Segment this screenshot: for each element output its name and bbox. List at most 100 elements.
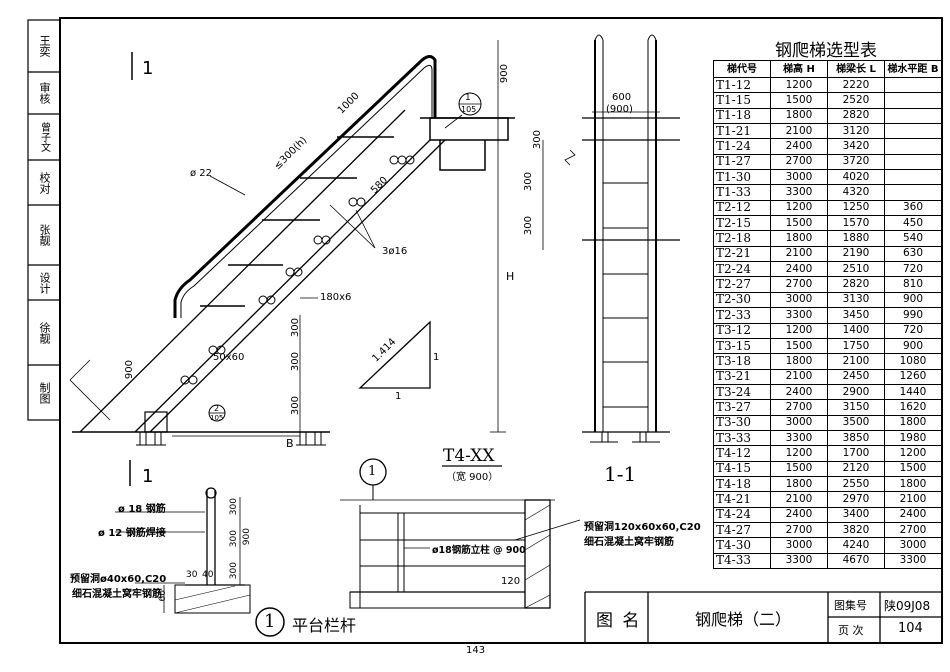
- table-cell: 1200: [770, 322, 828, 339]
- railing-dim-30: 30: [186, 570, 198, 580]
- table-cell: 1500: [884, 460, 942, 477]
- table-cell: T1-30: [713, 169, 771, 186]
- table-cell: 3130: [827, 291, 885, 309]
- table-cell: [884, 92, 942, 109]
- table-cell: 2120: [827, 460, 885, 477]
- table-cell: 2970: [827, 491, 885, 508]
- table-cell: T4-21: [713, 491, 771, 508]
- table-cell: 2100: [770, 491, 828, 508]
- table-cell: 2820: [827, 276, 885, 293]
- table-cell: 3820: [827, 521, 885, 539]
- table-cell: T3-27: [713, 399, 771, 416]
- dim-H: H: [506, 270, 515, 283]
- table-cell: 2700: [770, 276, 828, 293]
- label-3phi16: 3ø16: [382, 246, 408, 257]
- table-cell: T1-24: [713, 138, 771, 155]
- table-cell: T2-18: [713, 230, 771, 247]
- table-cell: 2700: [770, 521, 828, 539]
- table-cell: 2100: [770, 368, 828, 385]
- table-cell: 900: [884, 337, 942, 355]
- title-set-no: 陕09J08: [884, 599, 931, 613]
- table-cell: 3000: [884, 537, 942, 554]
- table-cell: T4-27: [713, 521, 771, 539]
- table-cell: 1750: [827, 337, 885, 355]
- table-cell: 1800: [770, 475, 828, 493]
- table-cell: 1800: [770, 107, 828, 125]
- table-cell: 1800: [770, 353, 828, 370]
- title-label-page: 页 次: [838, 624, 864, 637]
- side-name-7: 徐靓: [38, 321, 51, 344]
- table-cell: T1-33: [713, 184, 771, 201]
- table-cell: 2400: [770, 383, 828, 401]
- table-cell: 1500: [770, 215, 828, 232]
- section-dim-600: 600: [612, 92, 632, 103]
- table-cell: T2-33: [713, 307, 771, 324]
- table-cell: 630: [884, 245, 942, 263]
- table-cell: 1500: [770, 460, 828, 477]
- table-cell: T3-18: [713, 353, 771, 370]
- table-cell: 1570: [827, 215, 885, 232]
- table-cell: 1700: [827, 445, 885, 462]
- table-cell: 1250: [827, 199, 885, 217]
- table-cell: 3450: [827, 307, 885, 324]
- table-cell: 2220: [827, 76, 885, 94]
- railing-detail: [115, 487, 285, 637]
- table-cell: 3000: [770, 414, 828, 431]
- table-cell: T4-33: [713, 552, 771, 570]
- table-cell: 2100: [770, 245, 828, 263]
- table-cell: T3-21: [713, 368, 771, 385]
- table-cell: 1800: [884, 475, 942, 493]
- table-cell: T1-12: [713, 76, 771, 94]
- side-role-4: 校对: [38, 171, 51, 194]
- table-cell: 2400: [884, 506, 942, 523]
- dim-300-c: 300: [523, 216, 534, 236]
- side-cell-2: 审核: [28, 72, 60, 114]
- table-cell: 1200: [884, 445, 942, 462]
- table-cell: [884, 169, 942, 186]
- railing-dim-60: 60: [158, 590, 168, 602]
- table-cell: 1800: [884, 414, 942, 431]
- title-label-name: 图 名: [596, 611, 642, 631]
- table-cell: [884, 107, 942, 125]
- table-cell: 360: [884, 199, 942, 217]
- table-cell: 4020: [827, 169, 885, 186]
- table-cell: T3-24: [713, 383, 771, 401]
- table-cell: T2-21: [713, 245, 771, 263]
- table-cell: T3-30: [713, 414, 771, 431]
- railing-phi12: ø 12 钢筋焊接: [98, 528, 166, 539]
- dim-300-b: 300: [523, 172, 534, 192]
- side-cell-3: 曾子文: [28, 114, 60, 160]
- table-cell: 3000: [770, 537, 828, 554]
- table-cell: [884, 138, 942, 155]
- ladder-elevation: [69, 40, 544, 486]
- table-cell: 2100: [827, 353, 885, 370]
- table-cell: 4670: [827, 552, 885, 570]
- table-cell: 2400: [770, 138, 828, 155]
- table-cell: 1400: [827, 322, 885, 339]
- platform-callout: 1: [368, 464, 377, 479]
- table-cell: T3-33: [713, 429, 771, 447]
- table-cell: 2900: [827, 383, 885, 401]
- table-title: 钢爬梯选型表: [775, 41, 877, 61]
- table-cell: T3-15: [713, 337, 771, 355]
- table-cell: T3-12: [713, 322, 771, 339]
- section-title: 1-1: [604, 462, 637, 486]
